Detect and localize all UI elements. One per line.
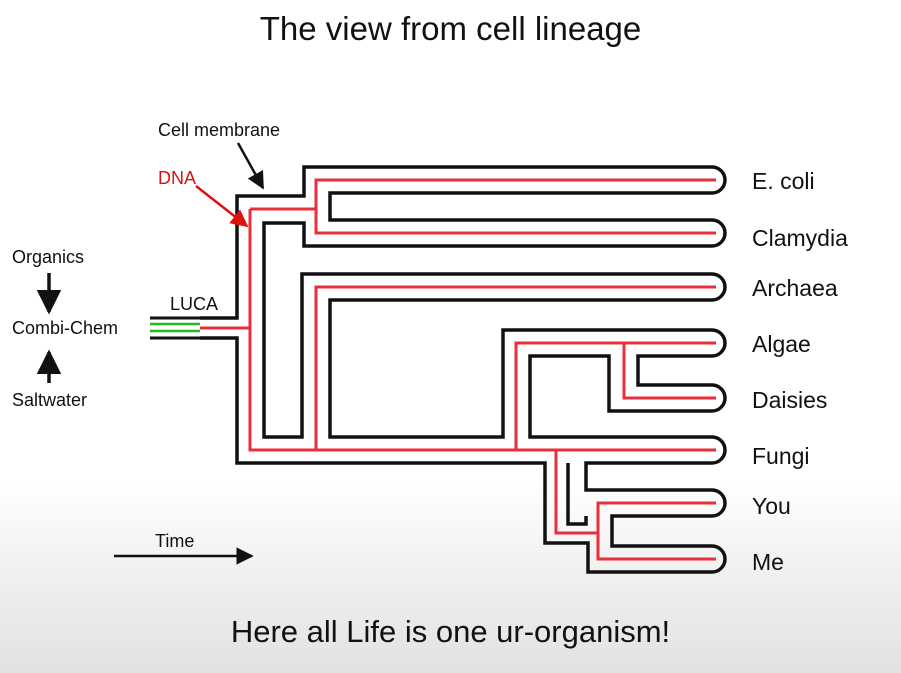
saltwater-label: Saltwater [12, 390, 87, 410]
species-label-you: You [752, 493, 791, 519]
species-label-me: Me [752, 549, 784, 575]
dna-arrow [195, 185, 249, 228]
prebiotic-lines [150, 316, 200, 340]
species-label-ecoli: E. coli [752, 168, 815, 194]
luca-label: LUCA [170, 294, 218, 314]
cell-membrane-arrow [236, 142, 265, 190]
species-label-fungi: Fungi [752, 443, 810, 469]
species-label-daisies: Daisies [752, 387, 827, 413]
cell-membrane-label: Cell membrane [158, 120, 280, 140]
combi-chem-label: Combi-Chem [12, 318, 118, 338]
species-label-clamydia: Clamydia [752, 225, 848, 251]
slide-footer: Here all Life is one ur-organism! [230, 614, 671, 649]
dna-label: DNA [158, 168, 196, 188]
species-label-algae: Algae [752, 331, 811, 357]
cell-membrane-tree [200, 165, 727, 574]
organics-label: Organics [12, 247, 84, 267]
dna-lineage-tree [200, 178, 716, 561]
slide-title: The view from cell lineage [259, 10, 642, 47]
species-label-archaea: Archaea [752, 275, 838, 301]
time-label: Time [155, 531, 194, 551]
